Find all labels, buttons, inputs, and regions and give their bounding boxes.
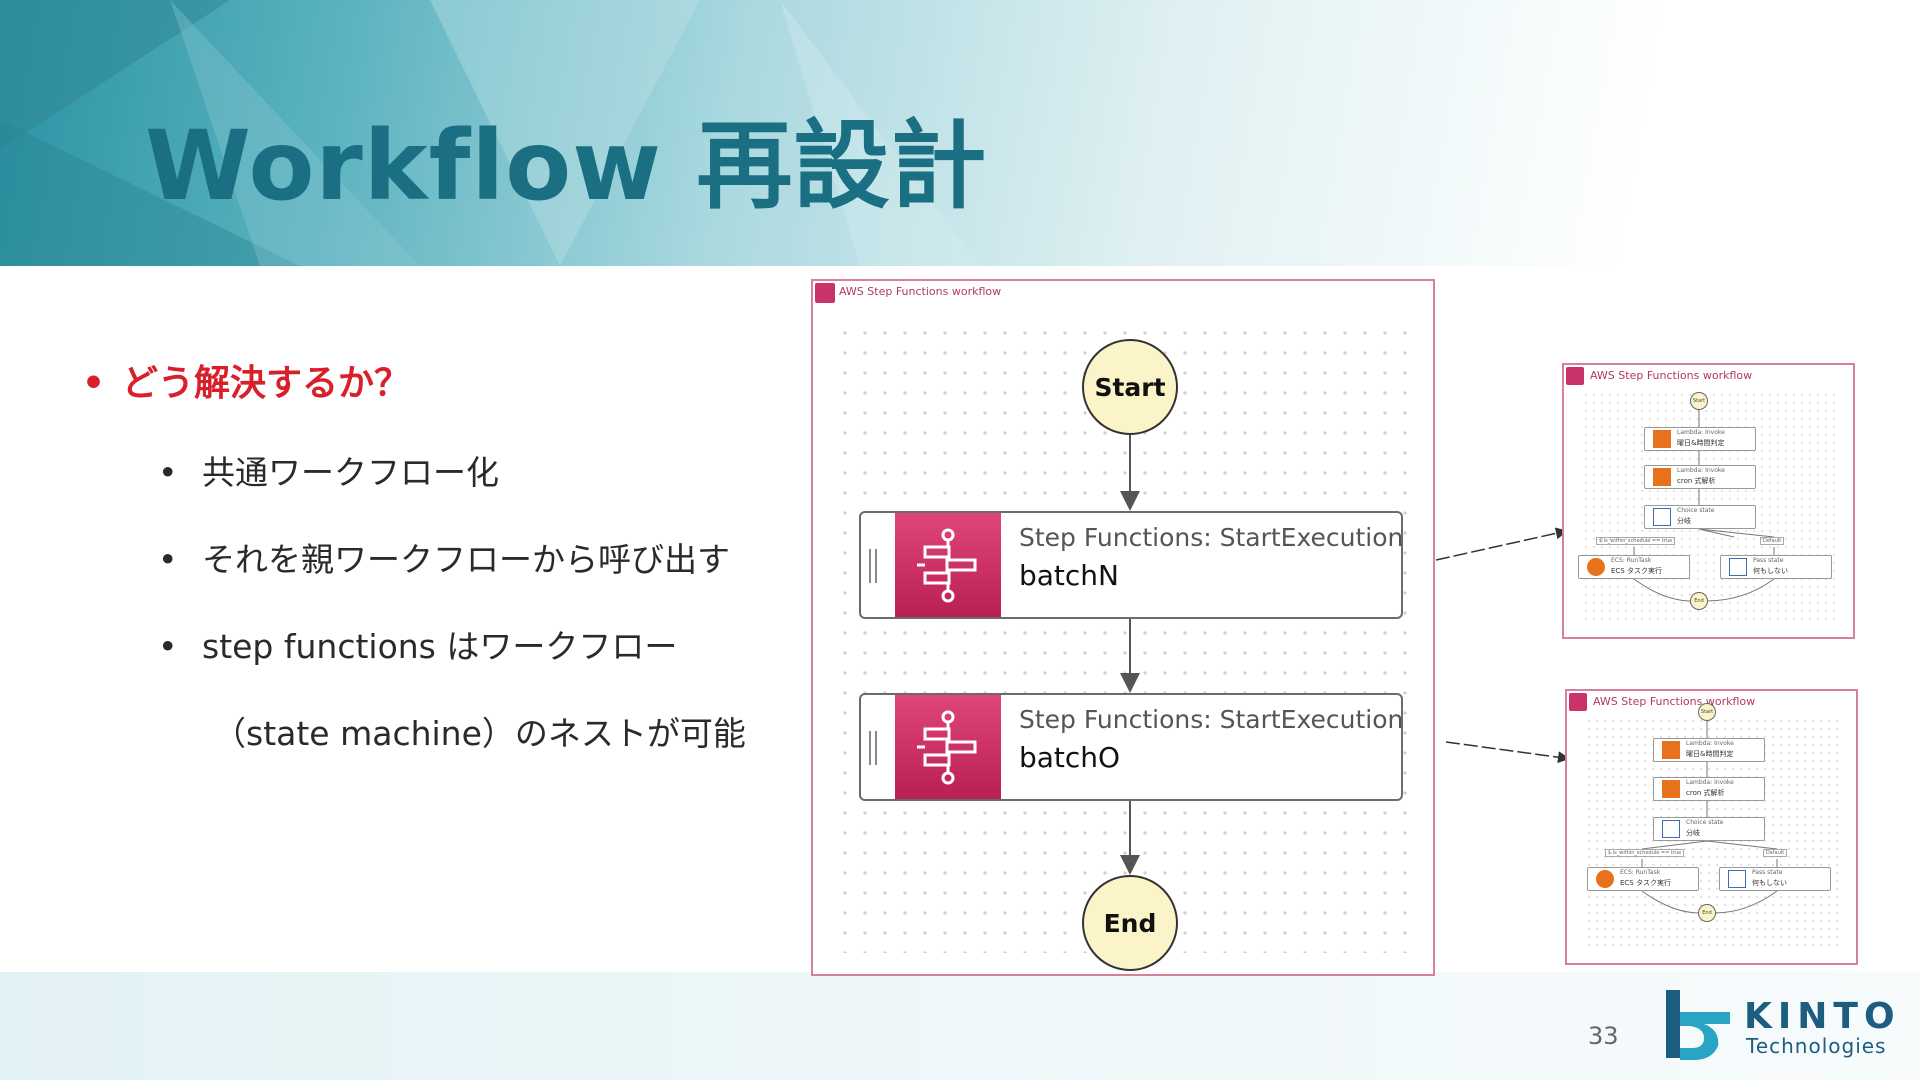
bullet-sub-3: • step functions はワークフロー <box>158 620 677 668</box>
thumbnail-node: Lambda: Invoke cron 式解析 <box>1644 465 1756 489</box>
node-type: Lambda: Invoke <box>1686 779 1734 786</box>
state-name: batchO <box>1019 741 1121 774</box>
thumbnail-node: Pass state 何もしない <box>1720 555 1832 579</box>
bullet-dot: • <box>158 627 178 666</box>
main-workflow-panel: AWS Step Functions workflow Start <box>811 279 1435 976</box>
node-name: ECS タスク実行 <box>1620 879 1671 887</box>
step-functions-icon <box>815 283 835 303</box>
bullet-sub-text: 共通ワークフロー化 <box>202 453 499 492</box>
node-type: Lambda: Invoke <box>1686 740 1734 747</box>
thumbnail-end-node: End <box>1690 592 1708 610</box>
node-name: ECS タスク実行 <box>1611 567 1662 575</box>
bullet-sub-text: それを親ワークフローから呼び出す <box>202 540 730 579</box>
node-name: 何もしない <box>1752 879 1787 887</box>
step-functions-icon <box>895 513 1001 617</box>
drag-handle[interactable] <box>869 731 877 765</box>
node-type: Pass state <box>1753 557 1784 564</box>
header-decoration <box>0 0 980 266</box>
header-banner: Workflow 再設計 <box>0 0 1920 266</box>
step-functions-icon <box>895 695 1001 799</box>
node-name: 何もしない <box>1753 567 1788 575</box>
branch-label: Default <box>1763 849 1788 857</box>
bullet-dot: • <box>158 540 178 579</box>
node-type: Choice state <box>1686 819 1724 826</box>
page-number: 33 <box>1588 1022 1619 1050</box>
state-type: Step Functions: StartExecution <box>1019 523 1404 552</box>
node-type: Choice state <box>1677 507 1715 514</box>
step-functions-icon <box>1569 693 1587 711</box>
thumbnail-node: Lambda: Invoke 曜日&時間判定 <box>1644 427 1756 451</box>
branch-label: Default <box>1760 537 1785 545</box>
bullet-dot: • <box>82 363 106 404</box>
state-type: Step Functions: StartExecution <box>1019 705 1404 734</box>
bullet-dot: • <box>158 453 178 492</box>
node-name: 曜日&時間判定 <box>1677 439 1725 447</box>
thumbnail-node: Lambda: Invoke cron 式解析 <box>1653 777 1765 801</box>
lambda-icon <box>1653 468 1671 486</box>
state-batchN[interactable]: Step Functions: StartExecution batchN <box>859 511 1403 619</box>
lambda-icon <box>1653 430 1671 448</box>
thumbnail-node: Pass state 何もしない <box>1719 867 1831 891</box>
node-type: Pass state <box>1752 869 1783 876</box>
node-type: ECS: RunTask <box>1620 869 1661 876</box>
logo-text-technologies: Technologies <box>1746 1034 1887 1058</box>
page-title: Workflow 再設計 <box>145 110 988 222</box>
lambda-icon <box>1662 780 1680 798</box>
state-batchO[interactable]: Step Functions: StartExecution batchO <box>859 693 1403 801</box>
nested-workflow-thumbnail-1: AWS Step Functions workflow Start Lambda… <box>1562 363 1855 639</box>
pass-icon <box>1729 558 1747 576</box>
node-name: 分岐 <box>1677 517 1691 525</box>
thumbnail-node: ECS: RunTask ECS タスク実行 <box>1587 867 1699 891</box>
bullet-main: • どう解決するか？ <box>82 354 410 406</box>
ecs-icon <box>1587 558 1605 576</box>
thumbnail-label: AWS Step Functions workflow <box>1593 695 1756 708</box>
bullet-main-text: どう解決するか？ <box>122 363 411 404</box>
bullet-sub-1: • 共通ワークフロー化 <box>158 446 499 494</box>
thumbnail-start-node: Start <box>1690 392 1708 410</box>
node-type: Lambda: Invoke <box>1677 467 1725 474</box>
thumbnail-node: ECS: RunTask ECS タスク実行 <box>1578 555 1690 579</box>
thumbnail-label: AWS Step Functions workflow <box>1590 369 1753 382</box>
thumbnail-start-node: Start <box>1698 703 1716 721</box>
step-functions-icon <box>1566 367 1584 385</box>
thumbnail-end-node: End <box>1698 904 1716 922</box>
node-name: cron 式解析 <box>1677 477 1716 485</box>
footer-band <box>0 972 1920 1080</box>
ecs-icon <box>1596 870 1614 888</box>
bullet-sub-2: • それを親ワークフローから呼び出す <box>158 533 730 581</box>
thumbnail-node: Choice state 分岐 <box>1653 817 1765 841</box>
logo-text-kinto: KINTO <box>1744 996 1901 1037</box>
workflow-label: AWS Step Functions workflow <box>839 285 1002 298</box>
nested-workflow-thumbnail-2: AWS Step Functions workflow Start Lambda… <box>1565 689 1858 965</box>
state-name: batchN <box>1019 559 1119 592</box>
node-name: 曜日&時間判定 <box>1686 750 1734 758</box>
node-name: 分岐 <box>1686 829 1700 837</box>
pass-icon <box>1728 870 1746 888</box>
start-node: Start <box>1082 339 1178 435</box>
bullet-sub-3-continuation: （state machine）のネストが可能 <box>213 714 746 753</box>
kinto-logo-icon <box>1666 990 1730 1060</box>
branch-label: $.is_within_schedule == true <box>1596 537 1676 545</box>
node-type: ECS: RunTask <box>1611 557 1652 564</box>
node-name: cron 式解析 <box>1686 789 1725 797</box>
lambda-icon <box>1662 741 1680 759</box>
thumbnail-lines <box>1641 721 1778 914</box>
end-node: End <box>1082 875 1178 971</box>
bullet-sub-text: step functions はワークフロー <box>202 627 678 666</box>
choice-icon <box>1653 508 1671 526</box>
choice-icon <box>1662 820 1680 838</box>
thumbnail-node: Choice state 分岐 <box>1644 505 1756 529</box>
thumbnail-node: Lambda: Invoke 曜日&時間判定 <box>1653 738 1765 762</box>
branch-label: $.is_within_schedule == true <box>1605 849 1685 857</box>
thumbnail-lines <box>1633 410 1775 602</box>
drag-handle[interactable] <box>869 549 877 583</box>
node-type: Lambda: Invoke <box>1677 429 1725 436</box>
